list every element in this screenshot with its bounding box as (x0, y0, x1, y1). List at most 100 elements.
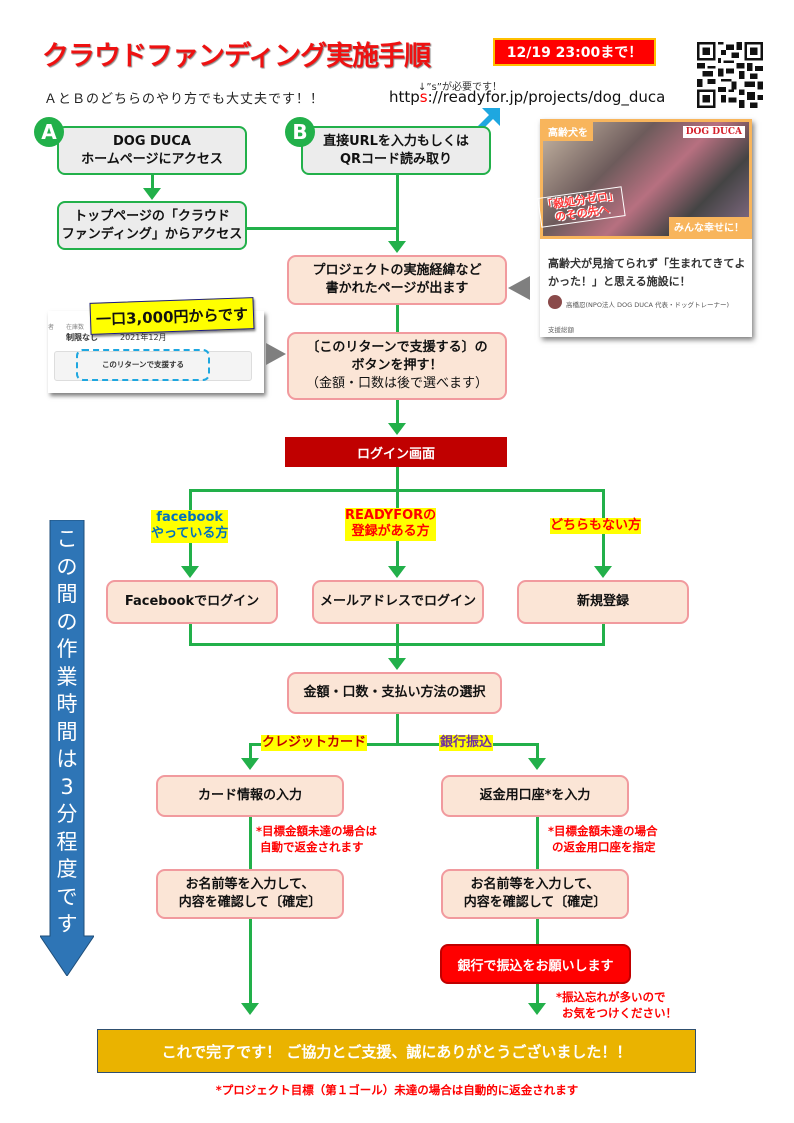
refund-account-box: 返金用口座*を入力 (441, 775, 629, 817)
duration-char: 程 (56, 829, 78, 854)
bank-reminder-line2: お気をつけください！ (562, 1005, 677, 1020)
bank-note-line1: *目標金額未達の場合 (548, 824, 658, 838)
duration-char: は (56, 747, 78, 771)
step-a2-line1: トップページの「クラウド (74, 208, 230, 224)
step-project-page-box: プロジェクトの実施経緯など 書かれたページが出ます (287, 255, 507, 305)
arrow-to-project-page (388, 241, 406, 253)
step-b1-box: 直接URLを入力もしくは QRコード読み取り (301, 126, 491, 175)
arrow-credit-to-complete (241, 1003, 259, 1015)
step-a2-box: トップページの「クラウド ファンディング」からアクセス (57, 201, 247, 250)
support-return-button-label: このリターンで支援する (101, 360, 185, 369)
duration-char: の (56, 609, 78, 634)
badge-b: B (285, 117, 315, 147)
step-project-page-line1: プロジェクトの実施経緯など (312, 262, 482, 278)
bank-transfer-request-box: 銀行で振込をお願いします (440, 944, 631, 984)
login-screen-bar: ログイン画面 (285, 437, 507, 467)
card-tag-bottom: みんな幸せに！ (669, 217, 749, 236)
email-login-box: メールアドレスでログイン (312, 580, 484, 624)
author-avatar (548, 295, 562, 309)
bank-reminder-line1: *振込忘れが多いので (556, 990, 666, 1004)
payment-select-box: 金額・口数・支払い方法の選択 (287, 672, 502, 714)
step-press-line1: 〔このリターンで支援する〕の (306, 339, 488, 355)
arrow-a1-to-a2 (143, 188, 161, 200)
project-url[interactable]: https://readyfor.jp/projects/dog_duca (389, 88, 665, 106)
step-press-button-box: 〔このリターンで支援する〕の ボタンを押す！ （金額・口数は後で選べます） (287, 332, 507, 400)
project-card-preview: 高齢犬を DOG DUCA 「殺処分ゼロ」 のその先へ みんな幸せに！ 高齢犬が… (537, 119, 752, 337)
pointer-left-triangle-icon (508, 276, 530, 300)
duration-char: 時 (56, 692, 78, 716)
badge-a: A (34, 117, 64, 147)
step-a1-line2: ホームページにアクセス (81, 151, 223, 167)
duration-char: 3 (60, 774, 74, 799)
price-tag: 一口3,000円からです (89, 297, 255, 335)
credit-note-line1: *目標金額未達の場合は (256, 824, 378, 838)
deadline-badge: 12/19 23:00まで！ (493, 38, 656, 66)
bank-confirm-line1: お名前等を入力して、 (470, 876, 600, 892)
arrow-to-refund-account (528, 758, 546, 770)
condition-readyfor: READYFORの 登録がある方 (345, 508, 437, 541)
bank-transfer-label: 銀行振込 (439, 735, 494, 752)
support-return-button[interactable] (54, 351, 252, 381)
duration-char: 間 (56, 582, 78, 606)
qr-code-icon[interactable] (697, 42, 763, 108)
card-author: 高橋忍(NPO法人 DOG DUCA 代表・ドッグトレーナー) (566, 301, 730, 309)
arrow-to-login (388, 423, 406, 435)
step-press-line2: ボタンを押す！ (351, 357, 443, 373)
duration-char: 度 (56, 857, 78, 881)
subtitle: ＡとＢのどちらのやり方でも大丈夫です！！ (44, 92, 325, 107)
new-register-box: 新規登録 (517, 580, 689, 624)
bank-confirm-line2: 内容を確認して〔確定〕 (463, 895, 607, 910)
step-a1-line1: DOG DUCA (113, 133, 191, 149)
url-prefix: http (389, 88, 420, 106)
arrow-to-payment-select (388, 658, 406, 670)
card-footer: 支援総額 (548, 326, 574, 334)
card-title: 高齢犬が見捨てられず「生まれてきてよかった！」と思える施設に！ (548, 257, 746, 288)
duration-char: 分 (56, 802, 78, 826)
card-tag-top: 高齢犬を (543, 122, 593, 141)
refund-footnote: *プロジェクト目標（第１ゴール）未達の場合は自動的に返金されます (215, 1083, 579, 1097)
condition-none: どちらもない方 (550, 518, 642, 535)
snippet-label1: 者 (48, 324, 55, 331)
bank-confirm-box: お名前等を入力して、 内容を確認して〔確定〕 (441, 869, 629, 919)
snippet-value1: 制限なし (66, 333, 98, 342)
arrow-to-facebook-login (181, 566, 199, 578)
credit-confirm-line2: 内容を確認して〔確定〕 (178, 895, 322, 910)
condition-facebook-line2: やっている方 (151, 526, 229, 542)
step-press-line3: （金額・口数は後で選べます） (305, 376, 488, 392)
arrow-bank-to-complete (528, 1003, 546, 1015)
condition-facebook: facebook やっている方 (151, 510, 229, 543)
duration-char: の (56, 554, 78, 579)
credit-confirm-line1: お名前等を入力して、 (185, 876, 315, 892)
duration-down-arrow-icon (40, 520, 94, 976)
duration-char: す (56, 912, 78, 936)
url-rest: ://readyfor.jp/projects/dog_duca (427, 88, 666, 106)
duration-char: 業 (56, 664, 78, 689)
url-s: s (419, 88, 428, 106)
credit-note-line2: 自動で返金されます (260, 839, 364, 854)
highlight-dashed-outline (76, 349, 210, 381)
condition-readyfor-line1: READYFORの (345, 508, 437, 523)
bank-note: *目標金額未達の場合 の返金用口座を指定 (548, 824, 658, 855)
card-logo: DOG DUCA (682, 126, 745, 138)
arrow-to-email-login (388, 566, 406, 578)
completion-banner: これで完了です！ ご協力とご支援、誠にありがとうございました！！ (97, 1029, 696, 1073)
step-b1-line1: 直接URLを入力もしくは (323, 133, 469, 149)
duration-char: 作 (56, 637, 78, 661)
credit-card-label: クレジットカード (261, 735, 368, 752)
duration-char: で (56, 884, 78, 909)
pointer-right-triangle-icon (266, 343, 286, 365)
condition-facebook-line1: facebook (156, 510, 224, 525)
credit-note: *目標金額未達の場合は 自動で返金されます (256, 824, 377, 855)
step-b1-line2: QRコード読み取り (339, 151, 453, 167)
step-a2-line2: ファンディング」からアクセス (61, 226, 243, 242)
step-a1-box: DOG DUCA ホームページにアクセス (57, 126, 247, 175)
snippet-value2: 2021年12月 (120, 333, 167, 342)
bank-note-line2: の返金用口座を指定 (552, 839, 656, 854)
credit-confirm-box: お名前等を入力して、 内容を確認して〔確定〕 (156, 869, 344, 919)
page-title: クラウドファンディング実施手順 (42, 41, 431, 72)
step-project-page-line2: 書かれたページが出ます (325, 281, 469, 296)
condition-readyfor-line2: 登録がある方 (351, 524, 430, 540)
card-info-box: カード情報の入力 (156, 775, 344, 817)
url-note: ↓”s”が必要です！ (418, 82, 502, 93)
